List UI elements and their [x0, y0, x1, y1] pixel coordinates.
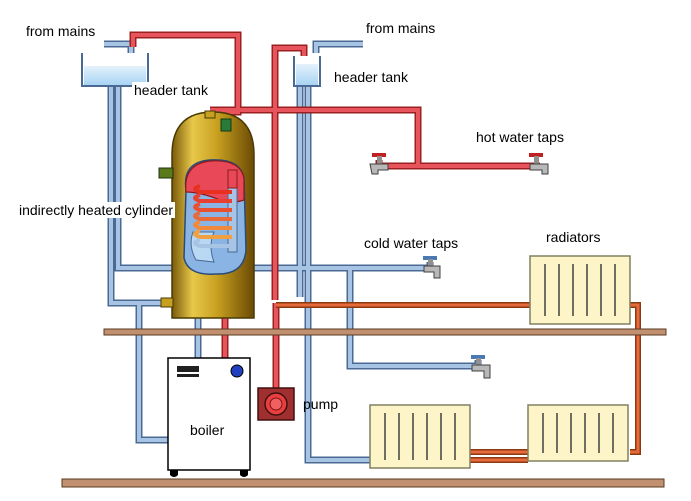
label-hot-water-taps: hot water taps — [476, 129, 564, 145]
cold-tap-upper — [423, 256, 441, 279]
ground-floor — [61, 478, 665, 488]
radiator-upper — [529, 255, 631, 325]
label-from-mains-right: from mains — [366, 20, 436, 36]
label-cylinder: indirectly heated cylinder — [17, 202, 176, 218]
hot-tap-right — [529, 153, 549, 175]
label-header-tank-right: header tank — [334, 69, 408, 85]
radiator-lower-left — [369, 404, 471, 469]
cold-tap-lower — [471, 355, 491, 379]
label-radiators: radiators — [546, 229, 601, 245]
pump — [257, 387, 295, 421]
label-from-mains-left: from mains — [26, 23, 96, 39]
radiator-circuit — [276, 302, 641, 463]
label-pump: pump — [303, 396, 339, 412]
label-cold-water-taps: cold water taps — [364, 235, 459, 251]
boiler — [167, 357, 251, 477]
hot-tap-left — [369, 153, 389, 175]
upper-floor — [103, 328, 667, 336]
header-tank-left — [81, 53, 149, 87]
label-header-tank-left: header tank — [132, 82, 210, 98]
header-tank-right — [293, 56, 321, 87]
indirect-cylinder — [158, 110, 255, 319]
heating-coil — [193, 184, 232, 248]
radiator-lower-right — [527, 404, 629, 462]
label-boiler: boiler — [190, 422, 225, 438]
hot-water-pipes — [129, 31, 540, 390]
